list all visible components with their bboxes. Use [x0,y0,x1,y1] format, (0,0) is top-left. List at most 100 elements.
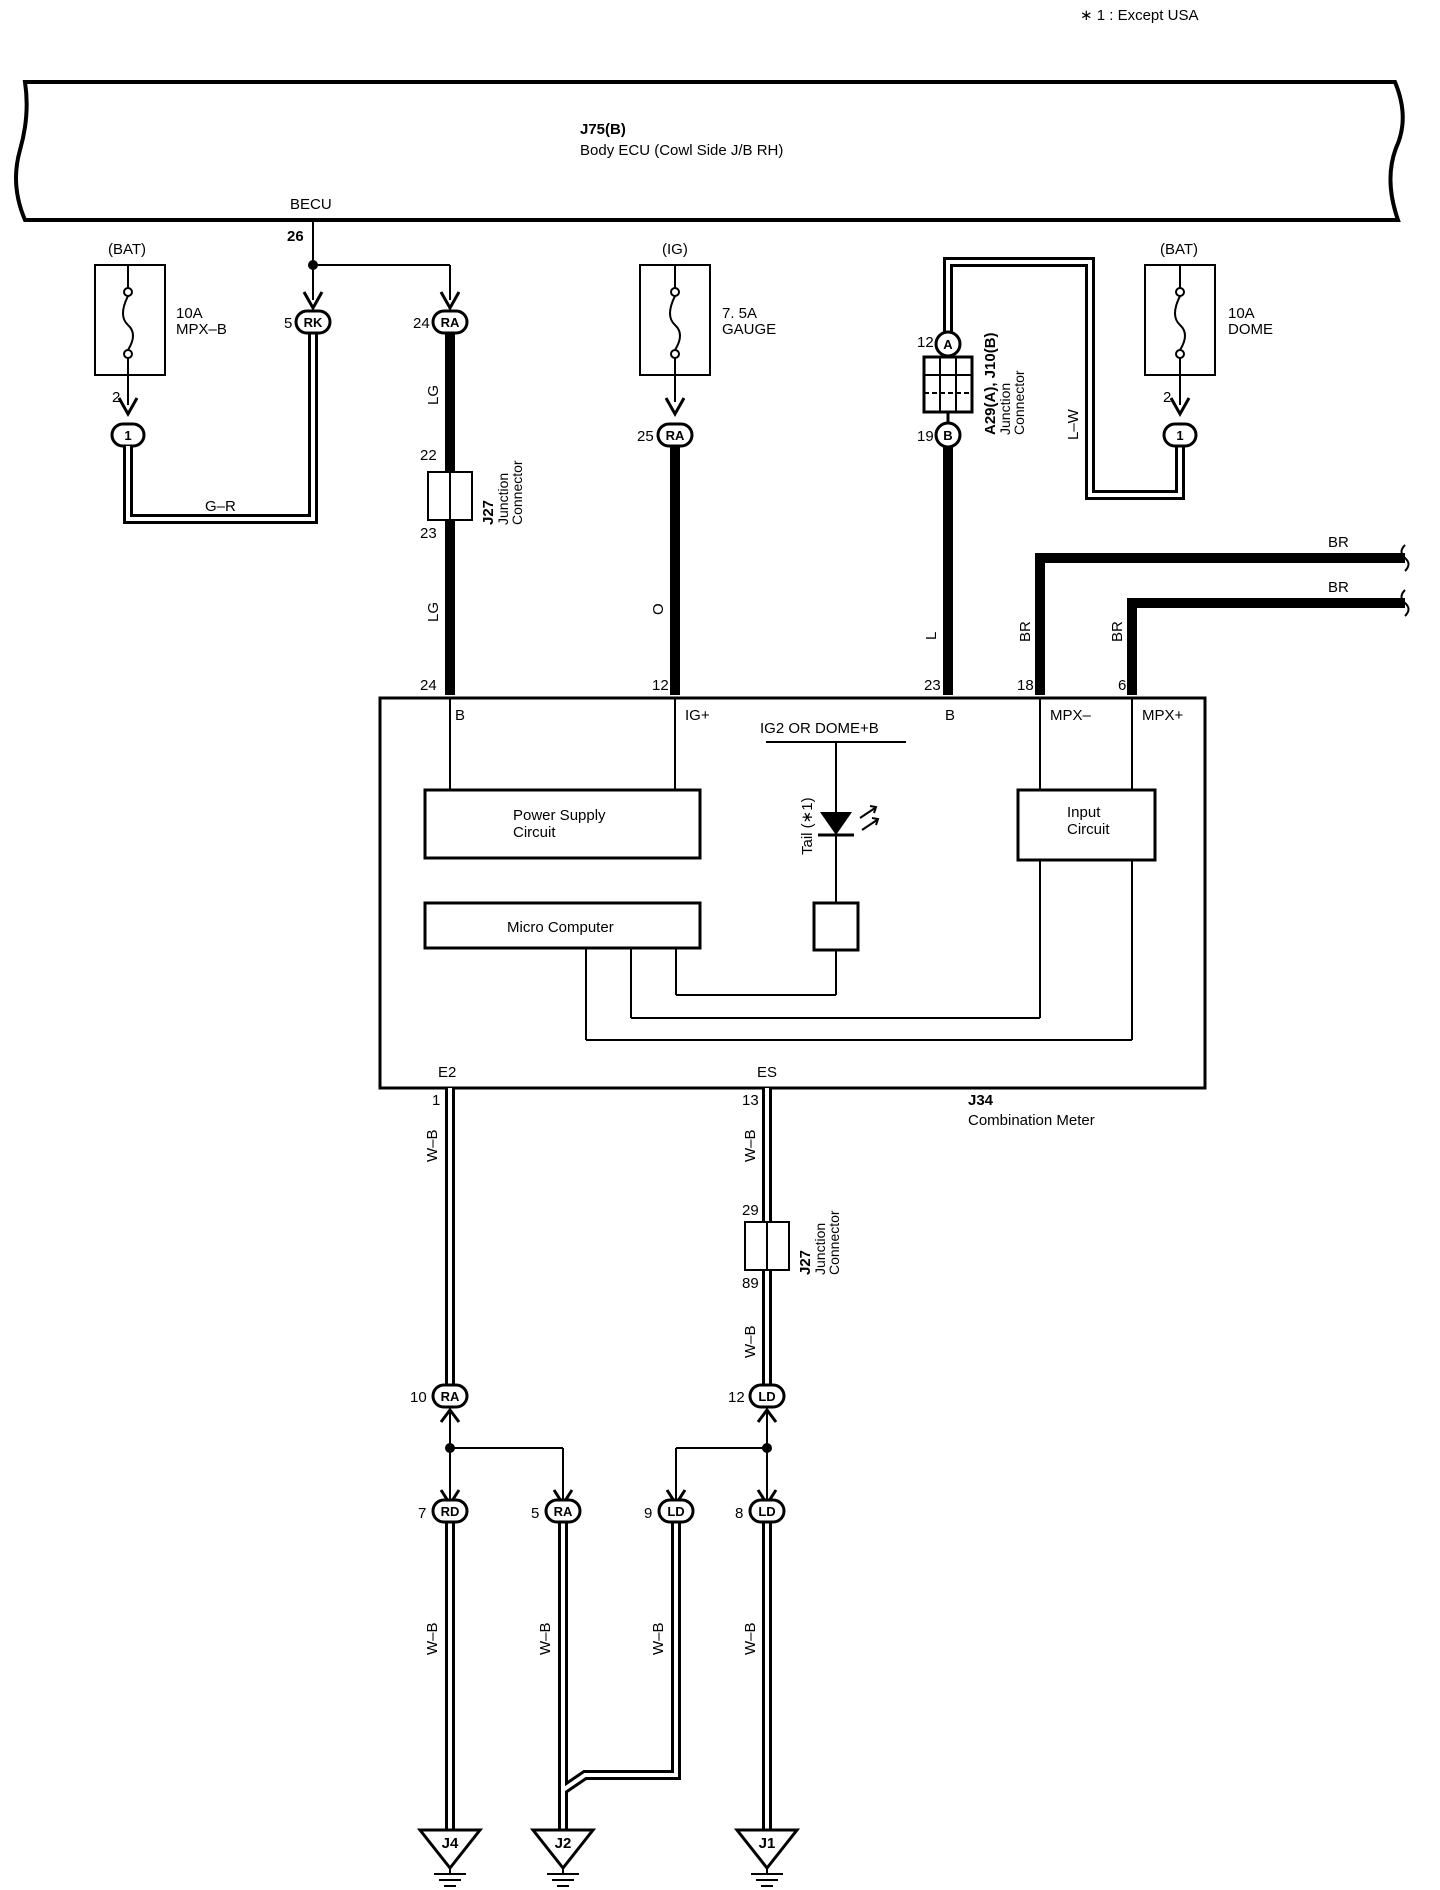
wire-color-w-b: W–B [424,1622,441,1655]
wire-o: O [650,446,680,695]
svg-text:24: 24 [413,315,430,332]
svg-text:Connector: Connector [826,1210,842,1275]
wire-color-l-w: L–W [1065,408,1082,440]
micro-computer-block [423,901,702,950]
pin-name: ES [757,1064,777,1081]
svg-text:A29(A), J10(B): A29(A), J10(B) [982,332,999,435]
connector-ld-8: 8 LD [735,1498,786,1524]
connector-ld-9: 9 LD [644,1498,695,1524]
terminal-arrow [302,291,324,312]
wire-color-w-b: W–B [537,1622,554,1655]
wire-color-l: L [923,632,940,640]
ecu-terminal-pin: 26 [287,228,304,245]
svg-text:23: 23 [420,525,437,542]
connector-code: 1 [1176,428,1183,443]
wire-color-br: BR [1328,534,1349,551]
connector [1162,422,1198,448]
svg-text:LD: LD [758,1389,775,1404]
svg-text:LD: LD [667,1504,684,1519]
combination-meter: 24 B 12 IG+ 23 B 18 MPX– 6 MPX+ [378,677,1207,1090]
footnote: ∗ 1 : Except USA [1080,7,1198,24]
splice-dot [308,260,318,270]
connector-rk-5: 5 RK [284,309,332,335]
input-circuit-label: Circuit [1067,821,1110,838]
connector-code: 1 [124,428,131,443]
svg-text:Junction: Junction [812,1223,828,1275]
svg-text:Junction: Junction [997,383,1013,435]
wire-w-b: W–B W–B W–B W–B W–B W–B W–B [424,1088,772,1830]
svg-text:Connector: Connector [509,460,525,525]
tail-label: Tail (∗1) [799,797,816,855]
svg-text:5: 5 [284,315,292,332]
svg-text:22: 22 [420,447,437,464]
wire-l: L–W L [923,257,1185,695]
ground-j4: J4 [416,1828,484,1887]
svg-text:9: 9 [644,1505,652,1522]
wire-color-w-b: W–B [650,1622,667,1655]
connector-ra-5: 5 RA [531,1498,582,1524]
fuse-mpx-b: (BAT) 10A MPX–B 2 1 [94,241,227,448]
svg-text:12: 12 [728,1389,745,1406]
svg-text:J4: J4 [442,1835,459,1852]
svg-text:29: 29 [742,1202,759,1219]
power-supply-block [423,788,702,860]
wire-color-br: BR [1109,621,1126,642]
svg-text:Junction: Junction [495,473,511,525]
junction-j27-bottom: 29 89 J27 Junction Connector [742,1202,842,1292]
pin-name: MPX+ [1142,707,1184,724]
wire-color-br: BR [1328,579,1349,596]
wire-lg: LG LG [425,333,455,695]
svg-text:LD: LD [758,1504,775,1519]
pin-number: 12 [652,677,669,694]
tail-led-icon [818,805,880,837]
fuse-source: (BAT) [108,241,146,258]
ig2-label: IG2 OR DOME+B [760,720,879,737]
pin-number: 1 [432,1092,440,1109]
connector-ra-24: 24 RA [413,309,469,335]
ground-j1: J1 [733,1828,801,1887]
wire-color-w-b: W–B [424,1129,441,1162]
ecu-name: Body ECU (Cowl Side J/B RH) [580,142,783,159]
fuse-rating: 10A [176,305,203,322]
fuse-pin: 2 [112,389,120,406]
connector-ra-25: 25 RA [637,422,694,448]
meter-name: Combination Meter [968,1112,1095,1129]
svg-text:RA: RA [666,428,685,443]
svg-text:A: A [943,337,953,352]
wire-br: BR BR BR BR [1017,534,1410,695]
pin-number: 24 [420,677,437,694]
svg-text:89: 89 [742,1275,759,1292]
svg-text:RA: RA [441,1389,460,1404]
pin-name: MPX– [1050,707,1092,724]
svg-text:12: 12 [917,334,934,351]
pin-name: E2 [438,1064,456,1081]
fuse-rating: 10A [1228,305,1255,322]
svg-text:RA: RA [554,1504,573,1519]
svg-text:J27: J27 [480,500,497,525]
svg-text:RK: RK [304,315,323,330]
pin-number: 18 [1017,677,1034,694]
svg-text:19: 19 [917,428,934,445]
wire-color-g-r: G–R [205,498,236,515]
becu-wire [312,220,451,300]
meter-code: J34 [968,1092,994,1109]
svg-text:7: 7 [418,1505,426,1522]
pin-number: 23 [924,677,941,694]
svg-text:Connector: Connector [1011,370,1027,435]
pin-name: IG+ [685,707,710,724]
input-circuit-label: Input [1067,804,1101,821]
splice-dot [762,1443,772,1453]
fuse-rating: 7. 5A [722,305,757,322]
wire-color-lg: LG [425,602,442,622]
splice-network [439,1407,778,1507]
fuse-name: DOME [1228,321,1273,338]
input-circuit-block [1016,788,1157,862]
ecu-code: J75(B) [580,121,626,138]
splice-dot [445,1443,455,1453]
wire-color-lg: LG [425,385,442,405]
fuse-gauge: (IG) 7. 5A GAUGE [639,241,776,418]
pin-name: B [945,707,955,724]
power-supply-label: Power Supply [513,807,606,824]
svg-text:B: B [943,428,952,443]
led-driver [812,901,860,952]
